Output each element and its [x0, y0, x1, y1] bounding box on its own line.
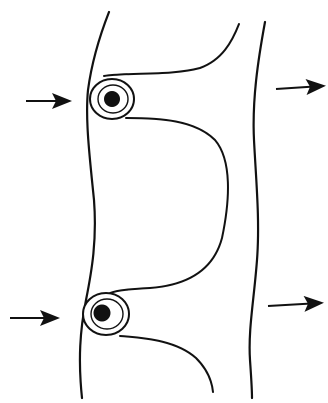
inner-curve-top [104, 24, 239, 76]
node-top [90, 79, 134, 119]
arrow-out-bottom [268, 303, 320, 306]
arrow-out-top [276, 86, 322, 89]
right-wall-curve [250, 22, 265, 398]
inner-curve-bottom [120, 336, 213, 392]
node-bottom [83, 293, 129, 335]
left-wall-curve [80, 12, 109, 398]
inner-curve-middle [110, 118, 228, 293]
